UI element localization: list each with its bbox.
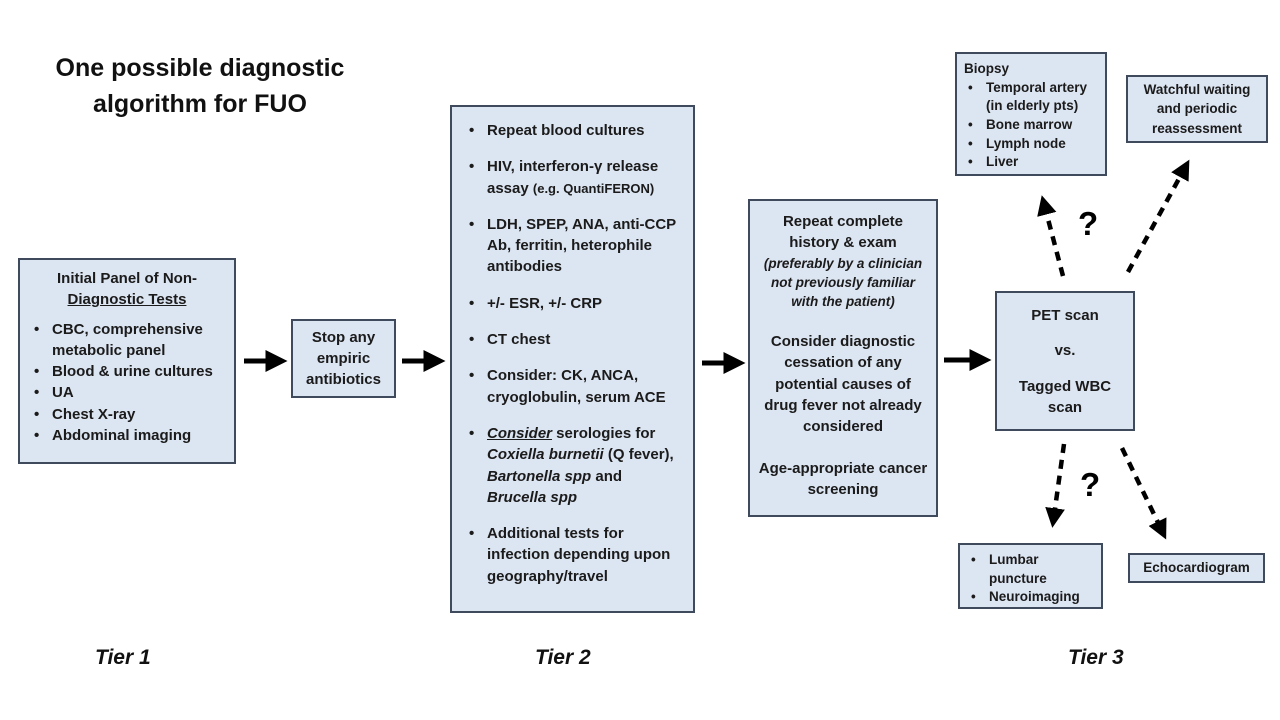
box-stop-antibiotics: Stop any empiric antibiotics xyxy=(291,319,396,398)
initial-panel-title: Initial Panel of Non- Diagnostic Tests xyxy=(56,270,197,309)
history-exam-heading: Repeat complete history & exam xyxy=(782,213,904,252)
tier2-item-serologies: Consider serologies for Coxiella burneti… xyxy=(465,423,680,508)
stop-antibiotics-label: Stop any empiric antibiotics xyxy=(305,328,381,389)
list-item: Chest X-ray xyxy=(30,404,224,425)
tier2-item-geography-travel: Additional tests for infection depending… xyxy=(465,523,680,587)
tier2-item-hiv-igra: HIV, interferon-γ release assay (e.g. Qu… xyxy=(465,156,680,199)
box-initial-panel: Initial Panel of Non- Diagnostic Tests C… xyxy=(18,258,236,464)
box-tier2-tests: Repeat blood cultures HIV, interferon-γ … xyxy=(450,105,695,613)
list-item: UA xyxy=(30,382,224,403)
list-item: Liver xyxy=(964,153,1098,172)
vs-line: vs. xyxy=(1054,342,1076,360)
dashed-arrow-pet-to-watchful-waiting xyxy=(1126,159,1190,274)
list-item: Blood & urine cultures xyxy=(30,361,224,382)
tier2-item-esr-crp: +/- ESR, +/- CRP xyxy=(465,293,680,314)
box-pet-scan: PET scan vs. Tagged WBC scan xyxy=(995,291,1135,431)
tier2-item-blood-cultures: Repeat blood cultures xyxy=(465,120,680,141)
tagged-wbc-line: Tagged WBC scan xyxy=(1018,377,1112,416)
list-item: Temporal artery (in elderly pts) xyxy=(964,79,1098,116)
box-echocardiogram: Echocardiogram xyxy=(1128,553,1265,583)
question-mark-top: ? xyxy=(1078,205,1099,242)
list-item: Lumbar puncture xyxy=(967,551,1094,588)
list-item: Lymph node xyxy=(964,135,1098,154)
tier2-item-ct-chest: CT chest xyxy=(465,329,680,350)
biopsy-title: Biopsy xyxy=(964,61,1010,76)
tier2-item-ldh-spep: LDH, SPEP, ANA, anti-CCP Ab, ferritin, h… xyxy=(465,214,680,278)
box-watchful-waiting: Watchful waiting and periodic reassessme… xyxy=(1126,75,1268,143)
tier2-label: Tier 2 xyxy=(535,646,591,669)
slide-title: One possible diagnostic algorithm for FU… xyxy=(55,54,345,119)
dashed-arrow-pet-to-lumbar xyxy=(1045,443,1067,528)
watchful-waiting-label: Watchful waiting and periodic reassessme… xyxy=(1143,82,1251,136)
history-exam-note: (preferably by a clinician not previousl… xyxy=(763,255,923,309)
tier2-item-ck-anca: Consider: CK, ANCA, cryoglobulin, serum … xyxy=(465,365,680,408)
question-mark-bottom: ? xyxy=(1080,466,1101,503)
dashed-arrow-pet-to-biopsy xyxy=(1037,195,1066,277)
history-exam-cancer-screening: Age-appropriate cancer screening xyxy=(758,459,928,498)
list-item: CBC, comprehensive metabolic panel xyxy=(30,319,224,362)
box-history-exam: Repeat complete history & exam (preferab… xyxy=(748,199,938,517)
list-item: Abdominal imaging xyxy=(30,425,224,446)
box-lumbar-neuro: Lumbar puncture Neuroimaging xyxy=(958,543,1103,609)
dashed-arrow-pet-to-echo xyxy=(1119,447,1167,540)
initial-panel-list: CBC, comprehensive metabolic panel Blood… xyxy=(30,319,224,447)
echocardiogram-label: Echocardiogram xyxy=(1143,560,1250,576)
list-item: Bone marrow xyxy=(964,116,1098,135)
tier1-label: Tier 1 xyxy=(95,646,151,669)
pet-scan-line: PET scan xyxy=(1031,307,1099,324)
list-item: Neuroimaging xyxy=(967,588,1094,607)
history-exam-drug-fever: Consider diagnostic cessation of any pot… xyxy=(764,333,922,436)
box-biopsy: Biopsy Temporal artery (in elderly pts) … xyxy=(955,52,1107,176)
tier3-label: Tier 3 xyxy=(1068,646,1124,669)
